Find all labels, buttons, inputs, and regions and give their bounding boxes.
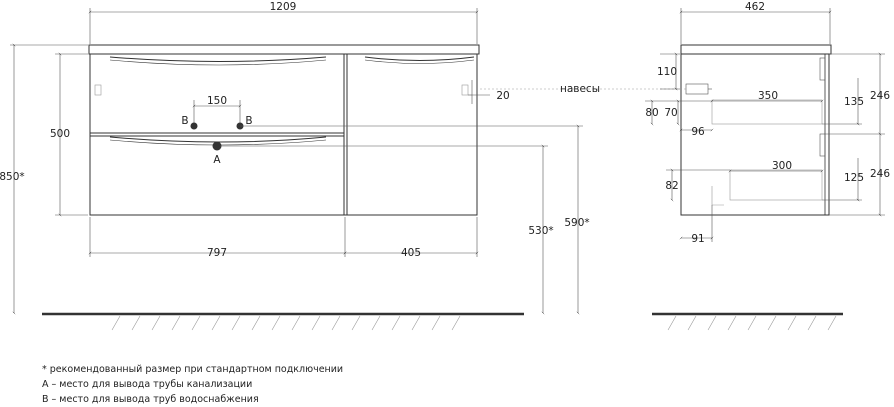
side-view: 462 навесы 110 350 80 70 96 (480, 1, 890, 331)
dim-pipe-spacing: 150 (207, 95, 227, 107)
dim-height-body: 500 (50, 128, 70, 140)
note-asterisk: * рекомендованный размер при стандартном… (42, 364, 343, 375)
note-b: B – место для вывода труб водоснабжения (42, 394, 259, 405)
dim-110: 110 (657, 66, 677, 78)
label-b-right: B (245, 115, 252, 127)
dim-width-total: 1209 (270, 1, 297, 13)
dim-height-530: 530* (528, 225, 553, 237)
dim-depth-total: 462 (745, 1, 765, 13)
dim-height-590: 590* (564, 217, 589, 229)
floor-hatch-side (667, 315, 837, 331)
dim-width-left: 797 (207, 247, 227, 259)
label-a: A (213, 154, 221, 166)
notes: * рекомендованный размер при стандартном… (42, 364, 343, 405)
label-b-left: B (181, 115, 188, 127)
front-view: 1209 150 B B A (0, 1, 590, 331)
dim-125: 125 (844, 172, 864, 184)
dim-300: 300 (772, 160, 792, 172)
pipe-a-point (212, 141, 222, 151)
dim-height-total: 850* (0, 171, 25, 183)
dim-246-bottom: 246 (870, 168, 890, 180)
hinges-label: навесы (560, 83, 600, 95)
dim-91: 91 (691, 233, 704, 245)
cabinet-body (89, 53, 478, 216)
dim-80: 80 (645, 107, 658, 119)
dim-135: 135 (844, 96, 864, 108)
side-body (680, 53, 830, 216)
side-countertop (680, 44, 832, 55)
handle-top-right (364, 56, 475, 61)
countertop (88, 44, 480, 55)
dim-246-top: 246 (870, 90, 890, 102)
dim-350: 350 (758, 90, 778, 102)
dim-70: 70 (664, 107, 677, 119)
note-a: A – место для вывода трубы канализации (42, 379, 252, 390)
dim-82: 82 (665, 180, 678, 192)
dim-96: 96 (691, 126, 705, 138)
pipe-b-left-point (190, 122, 198, 130)
handle-top-left (109, 56, 327, 62)
dim-width-right: 405 (401, 247, 421, 259)
floor-hatch-front (111, 315, 461, 331)
dim-offset-20: 20 (496, 90, 509, 102)
